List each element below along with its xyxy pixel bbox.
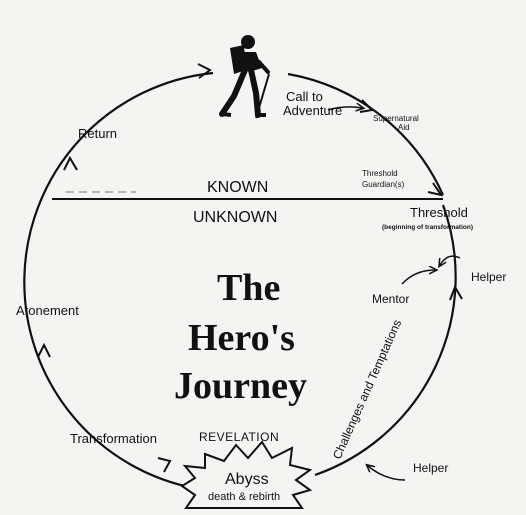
- starburst-icon: [180, 440, 313, 509]
- arrow-icon: [440, 255, 461, 265]
- abyss-label: Abyss: [225, 471, 269, 488]
- mentor-label: Mentor: [372, 292, 409, 306]
- pointer-arrows: [327, 107, 461, 481]
- title-line-2: Hero's: [188, 317, 295, 359]
- revelation-label: REVELATION: [199, 430, 279, 444]
- hiker-icon: [219, 35, 270, 119]
- atonement-label: Atonement: [16, 303, 79, 318]
- guardians-label: Threshold: [362, 169, 398, 178]
- supernatural-aid-label: Aid: [398, 123, 410, 132]
- arrow-icon: [37, 342, 51, 358]
- arrow-icon: [449, 284, 463, 301]
- threshold-label: Threshold: [410, 205, 468, 220]
- arrow-icon: [63, 155, 78, 171]
- helper-top-label: Helper: [471, 270, 506, 284]
- arrow-icon: [368, 466, 406, 481]
- title-line-3: Journey: [174, 365, 307, 407]
- journey-circle: [23, 71, 457, 492]
- title-line-1: The: [217, 267, 280, 309]
- known-label: KNOWN: [207, 179, 268, 196]
- guardians-label-2: Guardian(s): [362, 180, 405, 189]
- arrow-icon: [327, 107, 362, 110]
- return-label: Return: [78, 126, 117, 141]
- arrow-icon: [401, 270, 435, 285]
- abyss-sub-label: death & rebirth: [208, 491, 280, 503]
- unknown-label: UNKNOWN: [193, 209, 277, 226]
- arrow-icon: [157, 457, 172, 473]
- transformation-label: Transformation: [70, 431, 157, 446]
- threshold-sub-label: (beginning of transformation): [382, 224, 473, 231]
- helper-bottom-label: Helper: [413, 461, 448, 475]
- supernatural-label: Supernatural: [373, 114, 419, 123]
- call-line2-label: Adventure: [283, 103, 342, 118]
- arrow-icon: [197, 63, 212, 79]
- call-line1-label: Call to: [286, 89, 323, 104]
- arrow-icon: [427, 182, 444, 197]
- threshold-divider: [52, 191, 443, 200]
- challenges-label: Challenges and Temptations: [330, 317, 404, 461]
